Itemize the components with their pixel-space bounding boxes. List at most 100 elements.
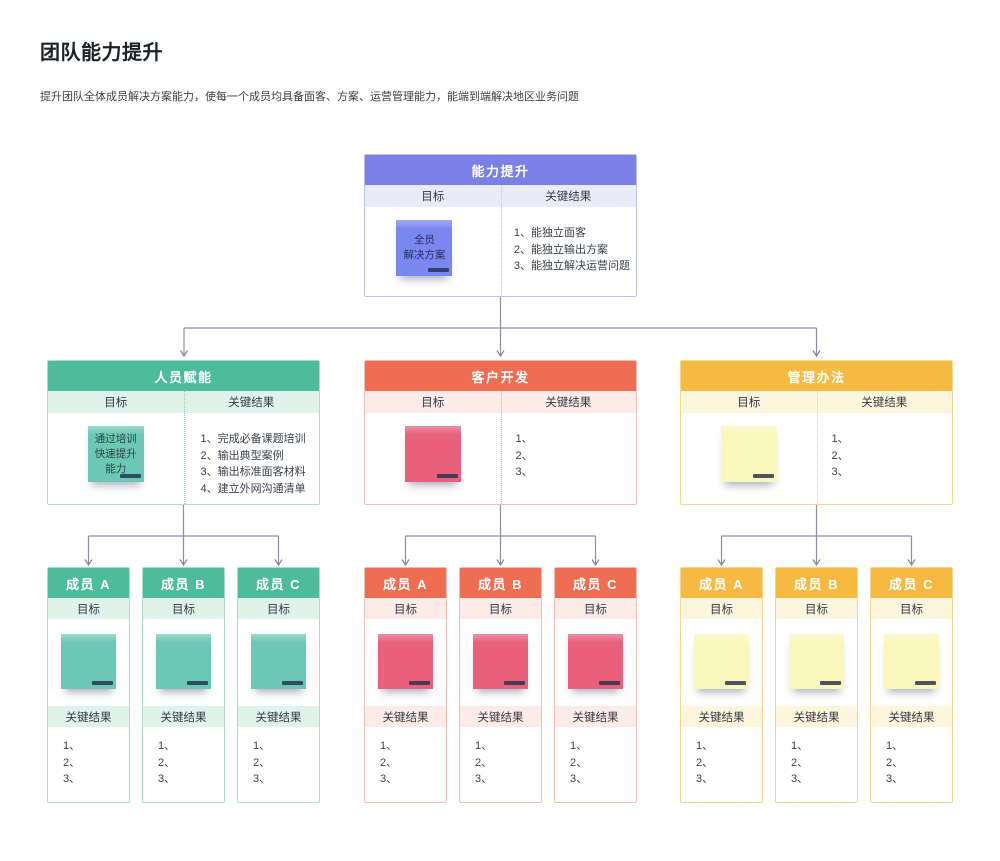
- sticky-note[interactable]: 全员 解决方案: [396, 220, 453, 276]
- objective-label: 目标: [555, 598, 636, 619]
- key-result-item: 3、: [886, 773, 904, 785]
- sticky-note[interactable]: [156, 634, 211, 689]
- key-results-label: 关键结果: [48, 706, 129, 727]
- key-results-list: 1、2、3、: [253, 738, 319, 788]
- column-divider: [500, 391, 502, 504]
- key-results-list: 1、2、3、: [501, 413, 637, 481]
- key-results-cell: 1、2、3、: [48, 727, 129, 788]
- sticky-note[interactable]: 通过培训 快速提升 能力: [87, 426, 144, 482]
- column-divider: [500, 185, 502, 296]
- objective-label: 目标: [681, 598, 762, 619]
- sticky-watermark: [599, 681, 620, 685]
- key-result-item: 1、: [791, 740, 809, 752]
- card-title: 成员 C: [871, 568, 952, 598]
- key-result-item: 3、: [570, 773, 588, 785]
- sticky-watermark: [504, 681, 525, 685]
- key-result-item: 2、能独立输出方案: [513, 243, 608, 256]
- key-result-item: 1、: [253, 740, 271, 752]
- key-result-item: 3、: [831, 466, 849, 478]
- key-result-item: 2、: [158, 756, 176, 769]
- key-result-item: 2、: [831, 449, 849, 462]
- key-result-item: 1、: [696, 740, 714, 752]
- sticky-note[interactable]: [694, 634, 749, 689]
- sticky-note[interactable]: [884, 634, 939, 689]
- objective-cell: [365, 413, 501, 482]
- objective-cell: [871, 619, 952, 706]
- objective-cell: [238, 619, 319, 706]
- sticky-watermark: [409, 681, 430, 685]
- objective-label: 目标: [737, 397, 761, 409]
- objective-cell: 全员 解决方案: [365, 207, 484, 276]
- card-title: 成员 B: [776, 568, 857, 598]
- key-result-item: 1、: [831, 433, 849, 445]
- page-title[interactable]: 团队能力提升: [40, 42, 163, 64]
- sticky-note[interactable]: [720, 426, 777, 482]
- sticky-note[interactable]: [61, 634, 116, 689]
- key-result-item: 1、: [886, 740, 904, 752]
- key-result-item: 1、能独立面客: [513, 227, 586, 239]
- key-results-cell: 1、2、3、: [143, 727, 224, 788]
- sticky-watermark: [915, 681, 936, 685]
- objective-cell: [143, 619, 224, 706]
- key-results-label: 关键结果: [365, 706, 446, 727]
- key-results-cell: 1、 2、 3、: [365, 727, 446, 788]
- card-title: 成员 B: [460, 568, 541, 598]
- key-results-label: 关键结果: [545, 191, 592, 203]
- key-result-item: 2、: [696, 756, 714, 769]
- key-results-label: 关键结果: [681, 706, 762, 727]
- key-result-item: 2、: [380, 756, 398, 769]
- key-results-label: 关键结果: [555, 706, 636, 727]
- key-results-cell: 1、2、3、: [501, 413, 637, 482]
- key-results-list: 1、2、3、: [696, 738, 762, 788]
- key-results-cell: 1、2、3、: [555, 727, 636, 788]
- objective-label: 目标: [143, 598, 224, 619]
- key-results-list: 1、2、3、: [570, 738, 636, 788]
- key-result-item: 1、: [158, 740, 176, 752]
- card-title: 成员 C: [238, 568, 319, 598]
- sticky-note[interactable]: [789, 634, 844, 689]
- key-result-item: 3、: [791, 773, 809, 785]
- key-results-cell: 1、2、3、: [238, 727, 319, 788]
- column-divider: [816, 391, 818, 504]
- key-results-label: 关键结果: [861, 397, 908, 409]
- key-results-list: 1、2、3、: [886, 738, 952, 788]
- objective-cell: [48, 619, 129, 706]
- key-results-list: 1、2、3、: [791, 738, 857, 788]
- sticky-note[interactable]: [378, 634, 433, 689]
- objective-cell: [681, 413, 817, 482]
- card-title: 客户开发: [365, 361, 636, 391]
- page-subtitle[interactable]: 提升团队全体成员解决方案能力，使每一个成员均具备面客、方案、运营管理能力，能端到…: [40, 91, 579, 103]
- card-body: 1、2、3、: [365, 413, 636, 482]
- sticky-note[interactable]: [473, 634, 528, 689]
- sticky-note[interactable]: [404, 426, 461, 482]
- sticky-watermark: [752, 474, 774, 478]
- card-title: 人员赋能: [48, 361, 319, 391]
- objective-cell: [365, 619, 446, 706]
- key-result-item: 1、: [380, 740, 398, 752]
- key-result-item: 3、: [380, 773, 398, 785]
- sticky-note[interactable]: [251, 634, 306, 689]
- card-body: 1、 2、 3、: [681, 413, 952, 482]
- key-results-list: 1、2、3、: [475, 738, 541, 788]
- sticky-watermark: [428, 268, 450, 272]
- sticky-watermark: [282, 681, 303, 685]
- sticky-note[interactable]: [568, 634, 623, 689]
- key-results-list: 1、 2、 3、: [817, 413, 953, 481]
